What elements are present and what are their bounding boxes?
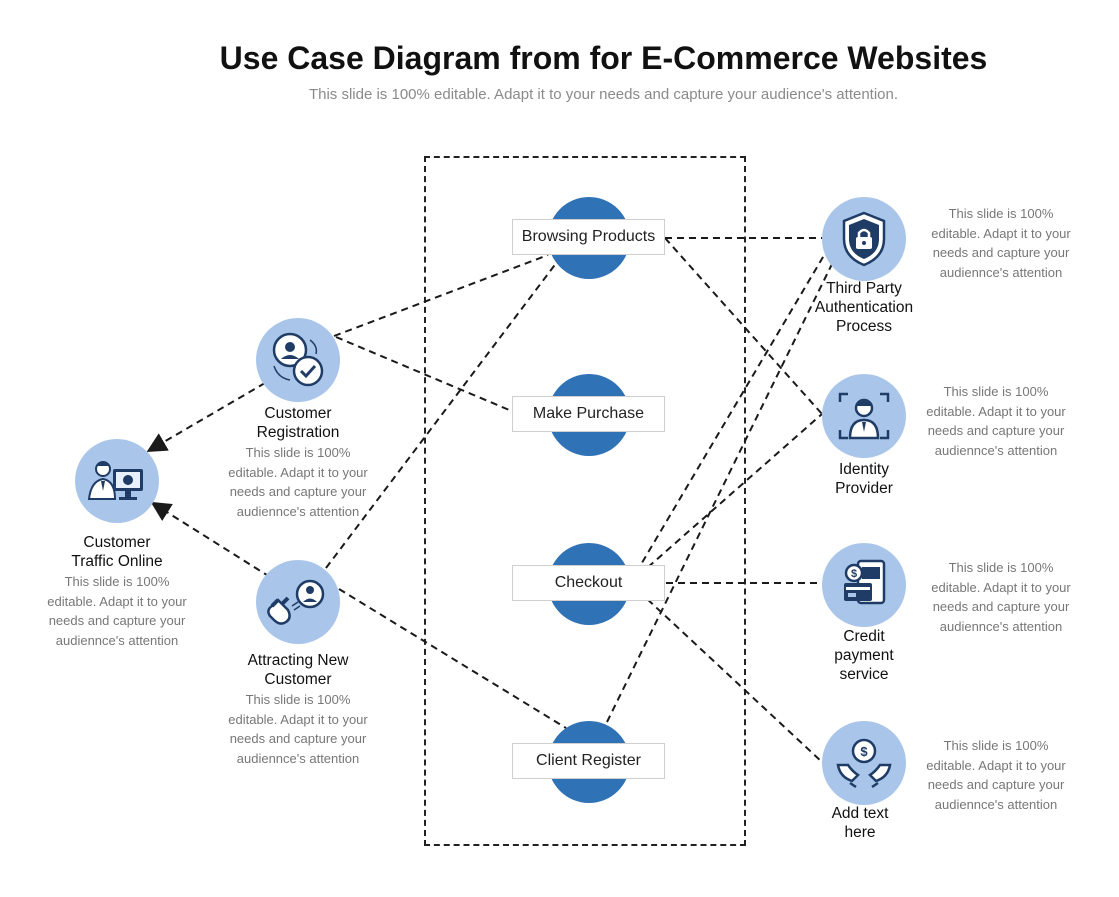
svg-text:$: $ [851,568,857,580]
link-registration-browsing [333,254,549,337]
usecase-browsing-products[interactable]: Browsing Products [512,219,665,255]
actor-identity-provider[interactable] [822,374,906,458]
usecase-client-register[interactable]: Client Register [512,743,665,779]
svg-text:$: $ [860,744,868,759]
actor-customer-registration[interactable] [256,318,340,402]
actor-desc-identity: This slide is 100% editable. Adapt it to… [926,384,1066,458]
system-boundary [424,156,746,846]
actor-desc-registration: This slide is 100% editable. Adapt it to… [228,445,368,519]
actor-desc-traffic: This slide is 100% editable. Adapt it to… [47,574,187,648]
page-title: Use Case Diagram from for E-Commerce Web… [219,40,988,76]
link-registration-traffic [146,382,266,453]
user-check-icon [272,332,324,387]
link-attracting-browsing [325,261,558,569]
actor-third-party-auth[interactable] [822,197,906,281]
link-attracting-register [338,588,567,729]
link-browsing-identity [664,237,823,415]
actor-add-text[interactable]: $ [822,721,906,805]
actor-credit-payment[interactable]: $ [822,543,906,627]
actor-desc-third-party: This slide is 100% editable. Adapt it to… [931,206,1071,280]
link-checkout-addtext [629,582,823,763]
actor-name-registration: Customer Registration [256,405,340,441]
actor-name-identity: Identity Provider [835,461,893,497]
link-checkout-thirdparty [629,251,827,584]
link-attracting-traffic [150,501,271,578]
magnet-user-icon [267,579,325,625]
actor-name-third-party: Third Party Authentication Process [814,280,914,335]
actor-name-credit: Credit payment service [834,628,894,683]
link-register-thirdparty [606,263,833,723]
usecase-checkout[interactable]: Checkout [512,565,665,601]
actor-attracting-new-customer[interactable] [256,560,340,644]
actor-name-attracting: Attracting New Customer [247,652,349,688]
actor-name-traffic: Customer Traffic Online [71,534,163,570]
face-scan-icon [838,392,890,440]
shield-lock-icon [842,211,886,267]
actor-desc-attracting: This slide is 100% editable. Adapt it to… [228,692,368,766]
hands-coin-icon: $ [836,738,892,789]
actor-name-add-text: Add text here [831,805,889,841]
actor-customer-traffic[interactable] [75,439,159,523]
card-payment-icon: $ [844,559,886,605]
page-subtitle: This slide is 100% editable. Adapt it to… [308,86,899,103]
usecase-make-purchase[interactable]: Make Purchase [512,396,665,432]
link-registration-purchase [335,336,515,413]
businessman-computer-icon [87,461,143,500]
link-checkout-identity [629,413,823,584]
actor-desc-add-text: This slide is 100% editable. Adapt it to… [926,738,1066,812]
actor-desc-credit: This slide is 100% editable. Adapt it to… [931,560,1071,634]
